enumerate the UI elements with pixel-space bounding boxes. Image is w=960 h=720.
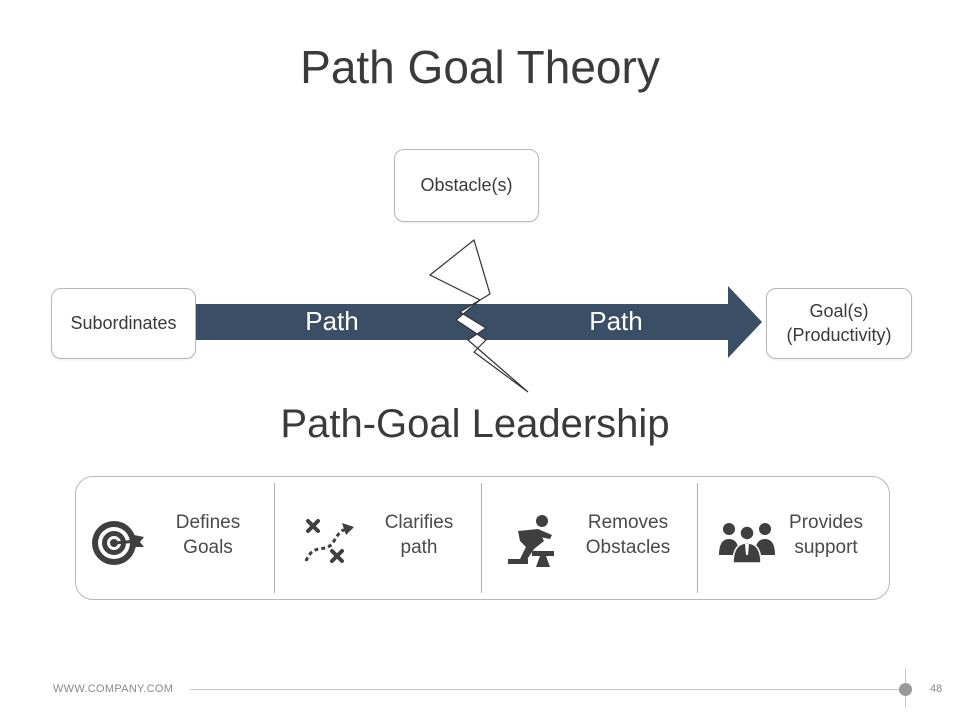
goal-label-line1: Goal(s)	[809, 301, 869, 322]
path-arrow	[196, 286, 762, 358]
hurdle-jump-icon	[508, 515, 554, 567]
footer-url[interactable]: WWW.COMPANY.COM	[53, 683, 174, 695]
page-number: 48	[930, 683, 943, 695]
footer-divider	[190, 689, 903, 690]
target-icon	[92, 521, 144, 565]
panel-divider	[481, 483, 482, 593]
section-subtitle: Path-Goal Leadership	[280, 402, 670, 446]
obstacle-box: Obstacle(s)	[394, 149, 539, 222]
panel-divider	[697, 483, 698, 593]
path-label-left: Path	[305, 306, 359, 336]
subordinates-label: Subordinates	[70, 313, 177, 333]
page-title: Path Goal Theory	[300, 41, 660, 93]
footer-dot-icon	[899, 683, 912, 696]
goal-label-line2: (Productivity)	[786, 324, 892, 345]
path-label-right: Path	[589, 306, 643, 336]
panel-divider	[274, 483, 275, 593]
lightning-bolt-icon	[428, 238, 529, 393]
obstacle-label: Obstacle(s)	[420, 175, 513, 195]
subordinates-box: Subordinates	[51, 288, 196, 359]
team-icon	[719, 523, 775, 564]
route-plan-icon	[304, 519, 354, 563]
goal-box: Goal(s) (Productivity)	[766, 288, 912, 359]
